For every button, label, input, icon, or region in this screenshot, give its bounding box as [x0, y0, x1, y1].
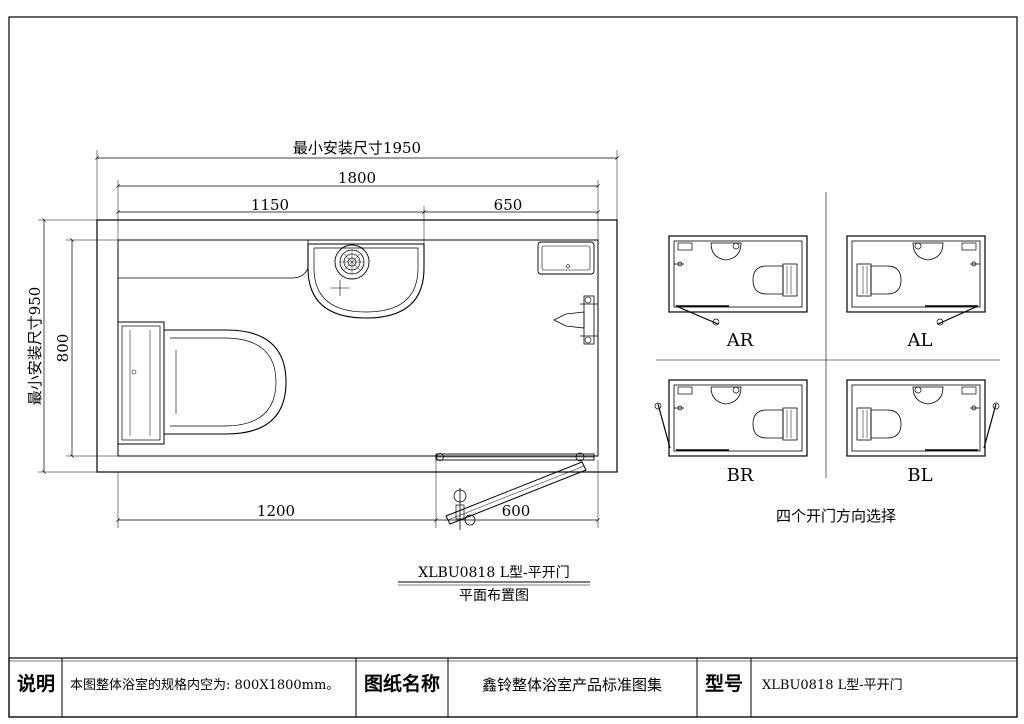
dimension-lines [38, 150, 619, 528]
footer-drawing-name: 鑫铃整体浴室产品标准图集 [482, 676, 662, 694]
door-variants: AR AL BR BL 四个开门方向选择 [654, 192, 1000, 525]
floor-step [118, 240, 309, 279]
min-install-width-label: 最小安装尺寸1950 [293, 139, 421, 157]
dim-right-label: 650 [494, 196, 523, 214]
wash-basin [307, 243, 425, 319]
footer-desc-label: 说明 [17, 672, 55, 695]
min-install-depth-label: 最小安装尺寸950 [26, 287, 44, 406]
floor-plan: 最小安装尺寸1950 1800 1150 650 最小安装尺寸950 800 1… [26, 139, 619, 604]
footer-desc-text: 本图整体浴室的规格内空为: 800X1800mm。 [70, 677, 339, 693]
dim-door-label: 600 [502, 502, 531, 520]
variant-al-label: AL [907, 330, 933, 351]
dim-total-label: 1800 [338, 169, 376, 187]
footer-model-label: 型号 [705, 672, 743, 695]
footer-model: XLBU0818 L型-平开门 [762, 678, 903, 693]
basin-drain-icon [334, 244, 370, 280]
dim-left-label: 1150 [251, 196, 289, 214]
title-block: 说明 本图整体浴室的规格内空为: 800X1800mm。 图纸名称 鑫铃整体浴室… [8, 657, 1018, 718]
shower-tray [537, 241, 595, 275]
variant-bl: BL [846, 379, 1000, 486]
variant-ar-label: AR [726, 330, 754, 351]
variants-caption: 四个开门方向选择 [776, 507, 896, 525]
footer-drawing-name-label: 图纸名称 [364, 672, 440, 695]
toilet [117, 321, 287, 445]
variant-bl-label: BL [907, 465, 932, 486]
plan-title-caption: 平面布置图 [459, 588, 529, 604]
outer-wall [96, 219, 618, 473]
dim-depth-label: 800 [54, 334, 72, 363]
variant-br: BR [654, 379, 808, 486]
plan-title-model: XLBU0818 L型-平开门 [418, 565, 569, 581]
variant-al: AL [846, 235, 986, 351]
shower-mixer-icon [553, 295, 598, 345]
variant-ar: AR [668, 235, 808, 351]
variant-br-label: BR [727, 465, 754, 486]
dim-bottom-left-label: 1200 [257, 502, 295, 520]
